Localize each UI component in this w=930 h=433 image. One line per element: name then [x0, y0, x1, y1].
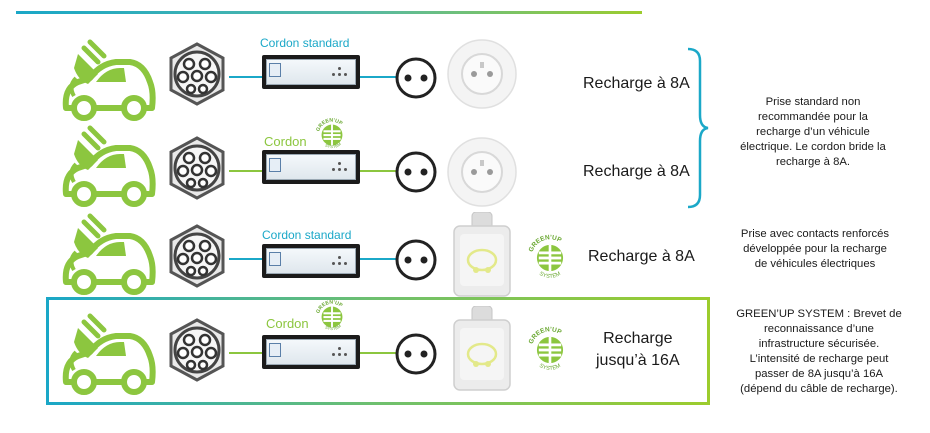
- charging-cord-box: [262, 244, 360, 278]
- standard-socket-icon: [447, 137, 517, 207]
- cable-left: [229, 258, 263, 260]
- type2-socket-icon: [169, 318, 225, 382]
- greenup-socket-icon: [453, 212, 511, 297]
- ev-car-icon: [62, 213, 156, 295]
- row-2: Cordon GREEN’UP SYSTEM Recharge à 8A: [0, 118, 930, 218]
- cable-left: [229, 352, 263, 354]
- standard-socket-icon: [447, 39, 517, 109]
- note-reinforced: Prise avec contacts renforcés développée…: [740, 228, 890, 270]
- type2-socket-icon: [169, 224, 225, 288]
- greenup-logo-bottom: SYSTEM: [324, 141, 342, 149]
- cord-label: Cordon: [264, 134, 307, 149]
- type2-socket-icon: [169, 42, 225, 106]
- greenup-logo-icon: GREEN’UP SYSTEM: [315, 118, 344, 150]
- cable-right: [360, 258, 396, 260]
- note-greenup: GREEN’UP SYSTEM : Brevet de reconnaissan…: [736, 308, 902, 395]
- recharge-label: Recharge à 8A: [588, 248, 695, 265]
- plug-icon: [395, 333, 437, 375]
- greenup-logo-bottom: SYSTEM: [538, 363, 562, 372]
- cord-label: Cordon standard: [262, 228, 352, 242]
- row-3: Cordon standard GREEN’UP SYSTEM Recharge…: [0, 206, 930, 306]
- row-1: Cordon standard Recharge à 8A: [0, 32, 930, 132]
- cord-label: Cordon standard: [260, 36, 350, 50]
- cable-right: [360, 170, 396, 172]
- recharge-label: Recharge à 8A: [583, 75, 690, 92]
- ev-car-icon: [62, 125, 156, 207]
- note-standard: Prise standard non recommandée pour la r…: [740, 96, 886, 168]
- greenup-system-logo-icon: GREEN’UP SYSTEM: [528, 326, 564, 372]
- cable-right: [360, 76, 396, 78]
- recharge-label: Recharge à 8A: [583, 163, 690, 180]
- plug-icon: [395, 239, 437, 281]
- charging-cord-box: [262, 150, 360, 184]
- cable-right: [360, 352, 396, 354]
- recharge-label: Recharge jusqu’à 16A: [596, 330, 680, 369]
- highlight-frame: [46, 297, 710, 405]
- plug-icon: [395, 151, 437, 193]
- type2-socket-icon: [169, 136, 225, 200]
- greenup-logo-bottom: SYSTEM: [538, 271, 562, 280]
- cable-left: [229, 170, 263, 172]
- svg-text:SYSTEM: SYSTEM: [538, 271, 562, 280]
- bracket: [687, 47, 709, 209]
- ev-car-icon: [62, 39, 156, 121]
- row-4: Cordon GREEN’UP SYSTEM GREEN’UP SYSTEM R…: [0, 300, 930, 402]
- ev-car-icon: [62, 313, 156, 395]
- plug-icon: [395, 57, 437, 99]
- charging-cord-box: [262, 335, 360, 369]
- greenup-system-logo-icon: GREEN’UP SYSTEM: [528, 234, 564, 280]
- svg-text:SYSTEM: SYSTEM: [324, 141, 342, 149]
- greenup-logo-icon: GREEN’UP SYSTEM: [315, 300, 344, 332]
- cable-left: [229, 76, 263, 78]
- svg-text:SYSTEM: SYSTEM: [324, 323, 342, 331]
- greenup-logo-bottom: SYSTEM: [324, 323, 342, 331]
- cord-label: Cordon: [266, 316, 309, 331]
- svg-text:SYSTEM: SYSTEM: [538, 363, 562, 372]
- header-divider: [16, 11, 642, 14]
- greenup-socket-icon: [453, 306, 511, 391]
- charging-cord-box: [262, 55, 360, 89]
